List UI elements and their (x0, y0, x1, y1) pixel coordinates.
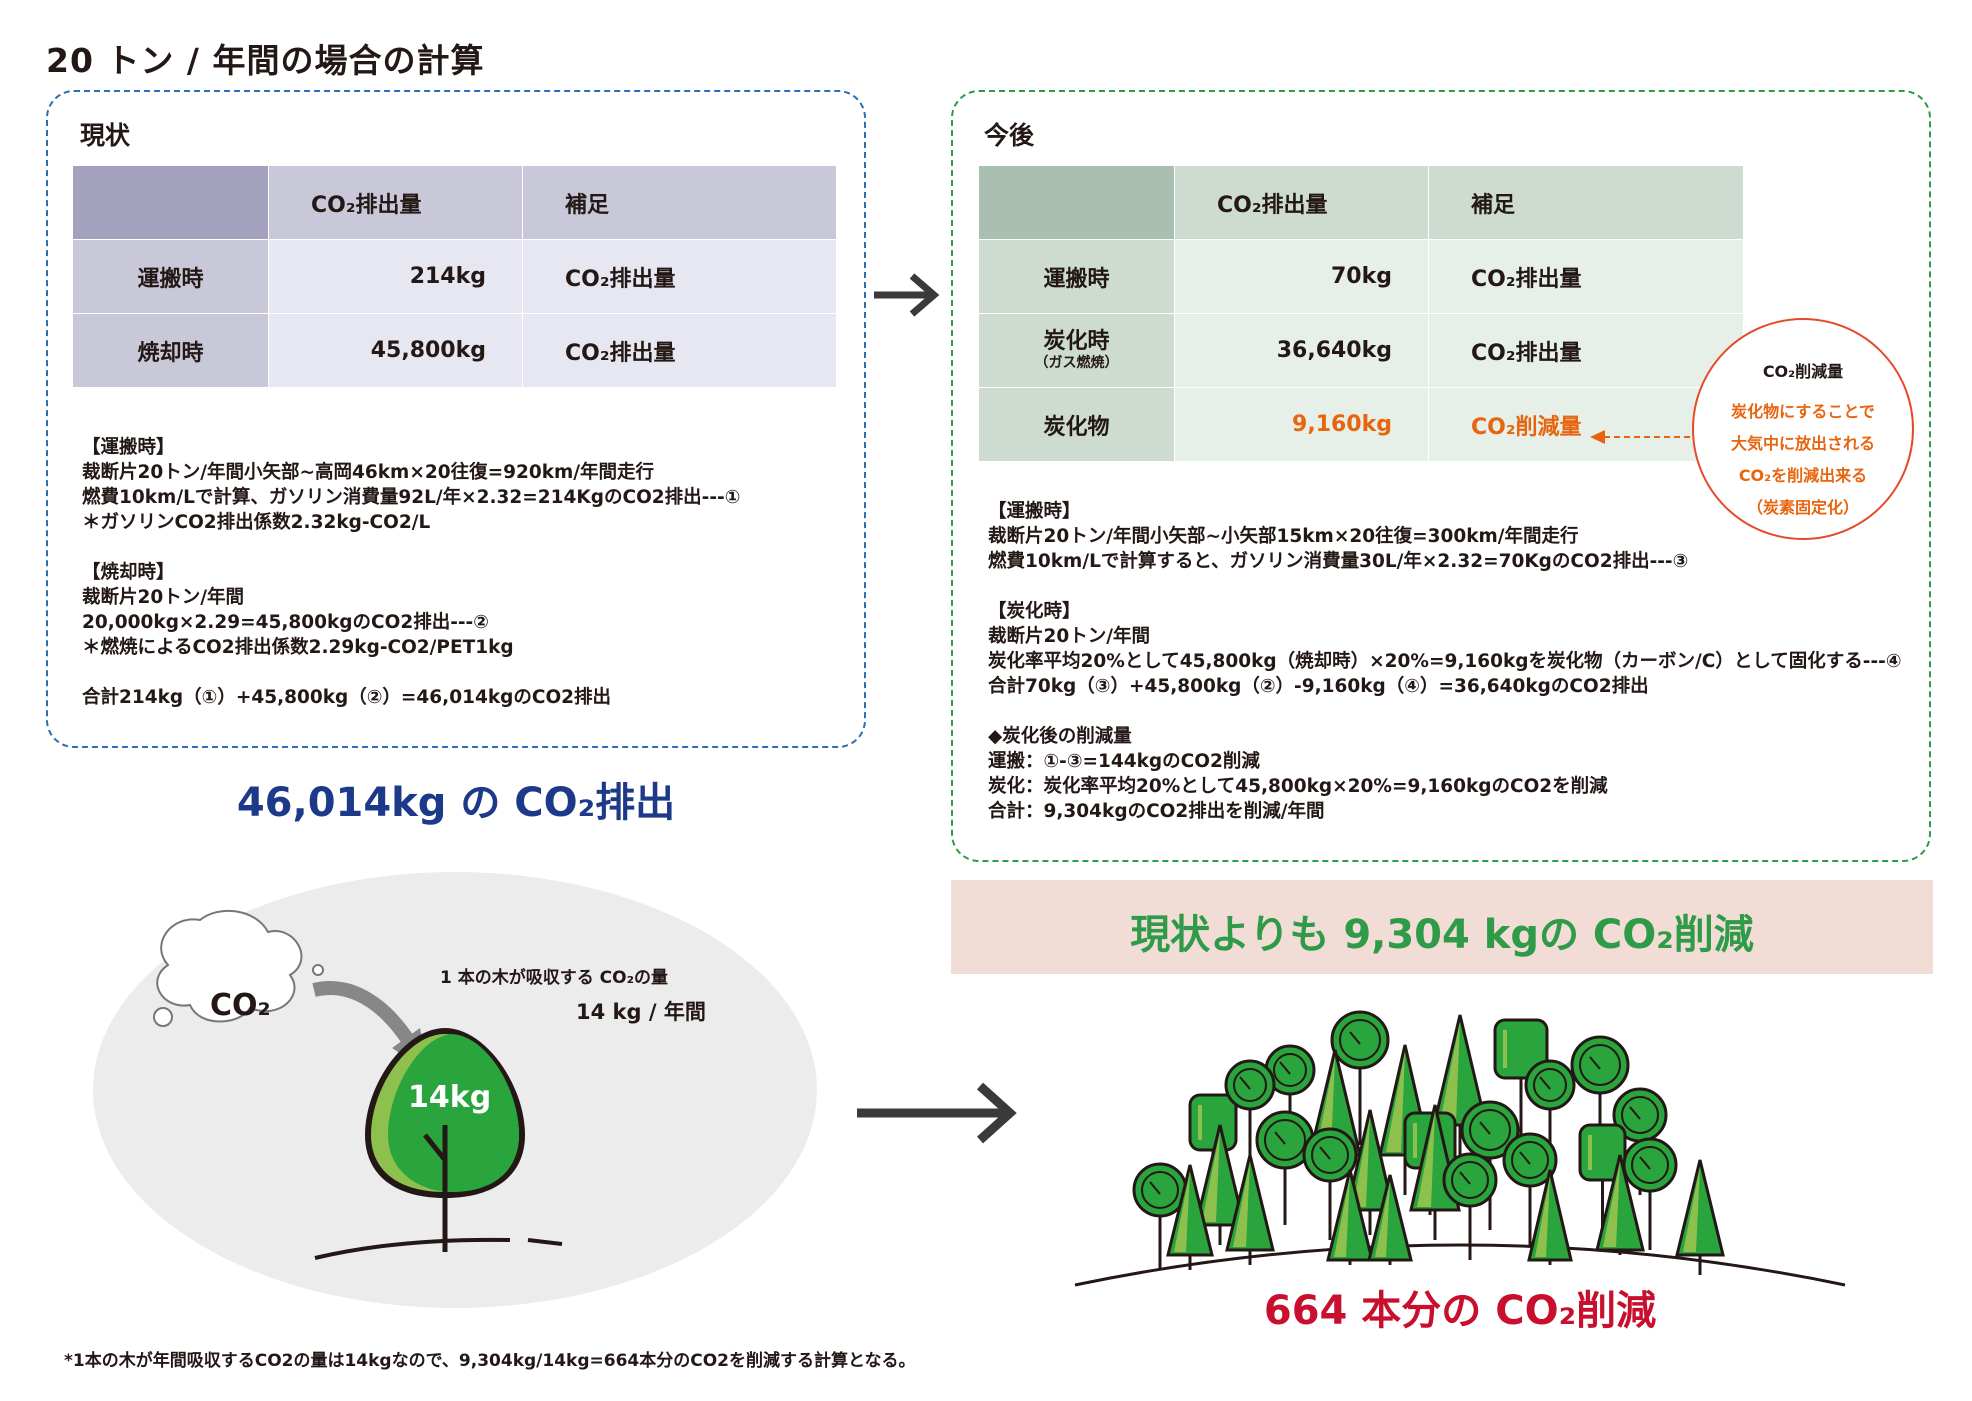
note-line: 合計：9,304kgのCO2排出を削減/年間 (988, 801, 1325, 822)
row-note: CO₂排出量 (1428, 239, 1744, 314)
forest-illustration (1074, 1010, 1846, 1287)
page-title: 20 トン / 年間の場合の計算 (46, 41, 485, 80)
row-value: 9,160kg (1174, 387, 1429, 462)
reduction-callout: CO₂削減量 炭化物にすることで 大気中に放出される CO₂を削減出来る （炭素… (1692, 318, 1914, 540)
row-note: CO₂排出量 (522, 239, 837, 314)
reduction-banner (951, 880, 1933, 974)
row-value: 45,800kg (268, 313, 523, 388)
forest-tree-icon (1675, 1159, 1725, 1257)
row-note: CO₂排出量 (1428, 313, 1744, 388)
row-label: 運搬時 (978, 239, 1175, 314)
absorb-label: 1 本の木が吸収する CO₂の量 (440, 968, 669, 988)
note-heading: 【運搬時】 (988, 501, 1081, 522)
tree-value: 14kg (408, 1080, 492, 1115)
footnote: *1本の木が年間吸収するCO2の量は14kgなので、9,304kg/14kg=6… (64, 1351, 916, 1371)
note-heading: 【焼却時】 (82, 562, 175, 583)
callout-title: CO₂削減量 (1762, 362, 1844, 381)
future-notes: 【運搬時】 裁断片20トン/年間小矢部~小矢部15km×20往復=300km/年… (988, 499, 1918, 824)
note-line: ＊燃焼によるCO2排出係数2.29kg-CO2/PET1kg (82, 637, 514, 658)
note-heading: 【運搬時】 (82, 437, 175, 458)
table-header-note: 補足 (1428, 165, 1744, 240)
table-corner-cell (978, 165, 1175, 240)
table-header-row: CO₂排出量 補足 (72, 165, 837, 240)
co2-bubble-label: CO₂ (210, 988, 271, 1023)
arrow-right-icon (857, 1082, 1017, 1144)
current-panel (46, 90, 866, 748)
future-heading: 今後 (984, 121, 1035, 150)
row-sublabel: （ガス燃焼） (1034, 354, 1119, 371)
note-total: 合計214kg（①）+45,800kg（②）=46,014kgのCO2排出 (82, 687, 612, 708)
row-value: 70kg (1174, 239, 1429, 314)
note-line: ＊ガソリンCO2排出係数2.32kg-CO2/L (82, 512, 431, 533)
note-line: 裁断片20トン/年間 (988, 626, 1151, 647)
tree-icon (365, 1028, 525, 1252)
callout-line: 大気中に放出される (1730, 434, 1875, 453)
forest-tree-icon (1493, 1018, 1549, 1080)
note-line: 燃費10km/Lで計算、ガソリン消費量92L/年×2.32=214KgのCO2排… (82, 487, 741, 508)
banner-text: 現状よりも 9,304 kgの CO₂削減 (1130, 912, 1754, 958)
note-line: 裁断片20トン/年間 (82, 587, 245, 608)
callout-line: （炭素固定化） (1746, 498, 1859, 517)
future-panel (951, 90, 1931, 862)
ground-line (314, 1237, 511, 1260)
forest-tree-icon (1188, 1093, 1238, 1152)
note-line: 裁断片20トン/年間小矢部~高岡46km×20往復=920km/年間走行 (82, 462, 655, 483)
row-label: 炭化物 (978, 387, 1175, 462)
arrow-right-icon (874, 273, 940, 317)
note-heading: ◆炭化後の削減量 (988, 726, 1132, 747)
table-row: 炭化物 9,160kg CO₂削減量 (978, 387, 1744, 462)
hill-line (1074, 1243, 1846, 1287)
row-note: CO₂削減量 (1428, 387, 1744, 462)
row-note: CO₂排出量 (522, 313, 837, 388)
table-row: 運搬時 70kg CO₂排出量 (978, 239, 1744, 314)
table-row: 焼却時 45,800kg CO₂排出量 (72, 313, 837, 388)
forest-result: 664 本分の CO₂削減 (1263, 1288, 1657, 1334)
note-heading: 【炭化時】 (988, 601, 1081, 622)
callout-line: CO₂を削減出来る (1738, 466, 1868, 485)
current-heading: 現状 (80, 121, 131, 150)
current-result: 46,014kg の CO₂排出 (236, 780, 676, 826)
note-line: 裁断片20トン/年間小矢部~小矢部15km×20往復=300km/年間走行 (988, 526, 1579, 547)
note-line: 炭化率平均20%として45,800kg（焼却時）×20%=9,160kgを炭化物… (988, 651, 1902, 672)
row-value: 214kg (268, 239, 523, 314)
row-value: 36,640kg (1174, 313, 1429, 388)
table-row: 炭化時 （ガス燃焼） 36,640kg CO₂排出量 (978, 313, 1744, 388)
table-row: 運搬時 214kg CO₂排出量 (72, 239, 837, 314)
row-label: 炭化時 (1043, 328, 1110, 354)
note-line: 20,000kg×2.29=45,800kgのCO2排出---② (82, 612, 489, 633)
table-header-note: 補足 (522, 165, 837, 240)
table-header-co2: CO₂排出量 (268, 165, 523, 240)
note-line: 合計70kg（③）+45,800kg（②）-9,160kg（④）=36,640k… (988, 676, 1649, 697)
row-label: 焼却時 (72, 313, 269, 388)
note-line: 燃費10km/Lで計算すると、ガソリン消費量30L/年×2.32=70KgのCO… (988, 551, 1689, 572)
future-table: CO₂排出量 補足 運搬時 70kg CO₂排出量 炭化時 （ガス燃焼） 36,… (978, 165, 1744, 462)
tree-illustration (93, 872, 817, 1308)
current-notes: 【運搬時】 裁断片20トン/年間小矢部~高岡46km×20往復=920km/年間… (82, 435, 842, 710)
table-corner-cell (72, 165, 269, 240)
co2-cloud-icon (153, 909, 324, 1027)
table-header-row: CO₂排出量 補足 (978, 165, 1744, 240)
callout-line: 炭化物にすることで (1731, 402, 1875, 421)
note-line: 炭化：炭化率平均20%として45,800kg×20%=9,160kgのCO2を削… (988, 776, 1608, 797)
absorb-value: 14 kg / 年間 (576, 1000, 706, 1024)
table-header-co2: CO₂排出量 (1174, 165, 1429, 240)
note-line: 運搬：①-③=144kgのCO2削減 (988, 751, 1260, 772)
dashed-arrow-left-icon (1590, 430, 1698, 444)
current-table: CO₂排出量 補足 運搬時 214kg CO₂排出量 焼却時 45,800kg … (72, 165, 837, 388)
row-label: 運搬時 (72, 239, 269, 314)
row-label-cell: 炭化時 （ガス燃焼） (978, 313, 1175, 388)
